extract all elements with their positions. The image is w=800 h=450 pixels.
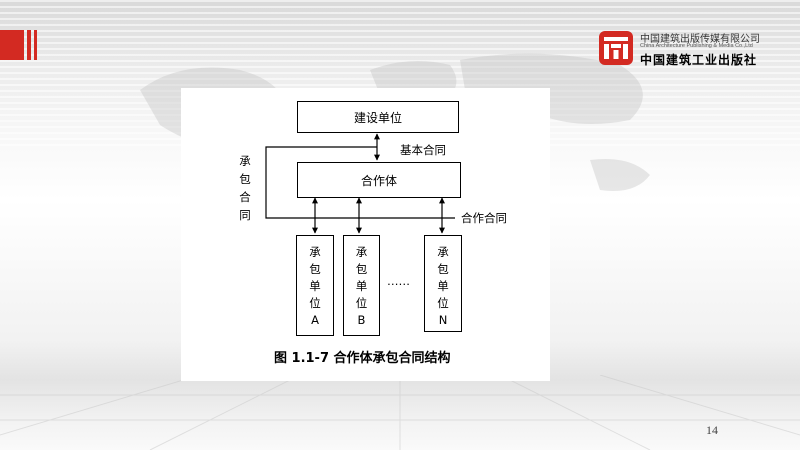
subcontract-label: 承 包 合 同 <box>239 154 251 222</box>
floor-grid-decoration <box>0 375 800 450</box>
unit-a-box: 承 包 单 位 A <box>296 235 334 336</box>
publisher-name-en: China Architecture Publishing & Media Co… <box>640 43 753 49</box>
basic-contract-label: 基本合同 <box>400 143 446 157</box>
unit-b-box: 承 包 单 位 B <box>343 235 380 336</box>
cooperation-contract-label: 合作合同 <box>461 211 507 225</box>
consortium-label: 合作体 <box>360 173 397 188</box>
units-ellipsis: …… <box>387 274 410 288</box>
accent-color-bar <box>0 30 38 60</box>
publisher-logo: 中国建筑出版传媒有限公司 China Architecture Publishi… <box>598 30 788 74</box>
figure-caption: 图 1.1-7 合作体承包合同结构 <box>274 351 451 366</box>
publisher-logo-icon <box>599 31 633 65</box>
publisher-name-calligraphy: 中国建筑工业出版社 <box>640 53 758 67</box>
unit-n-box: 承 包 单 位 N <box>424 235 462 332</box>
consortium-box: 合作体 <box>297 162 461 198</box>
construction-unit-box: 建设单位 <box>297 101 459 133</box>
page-number: 14 <box>706 423 718 437</box>
construction-unit-label: 建设单位 <box>353 110 402 125</box>
publisher-name-cn: 中国建筑出版传媒有限公司 <box>640 34 760 45</box>
